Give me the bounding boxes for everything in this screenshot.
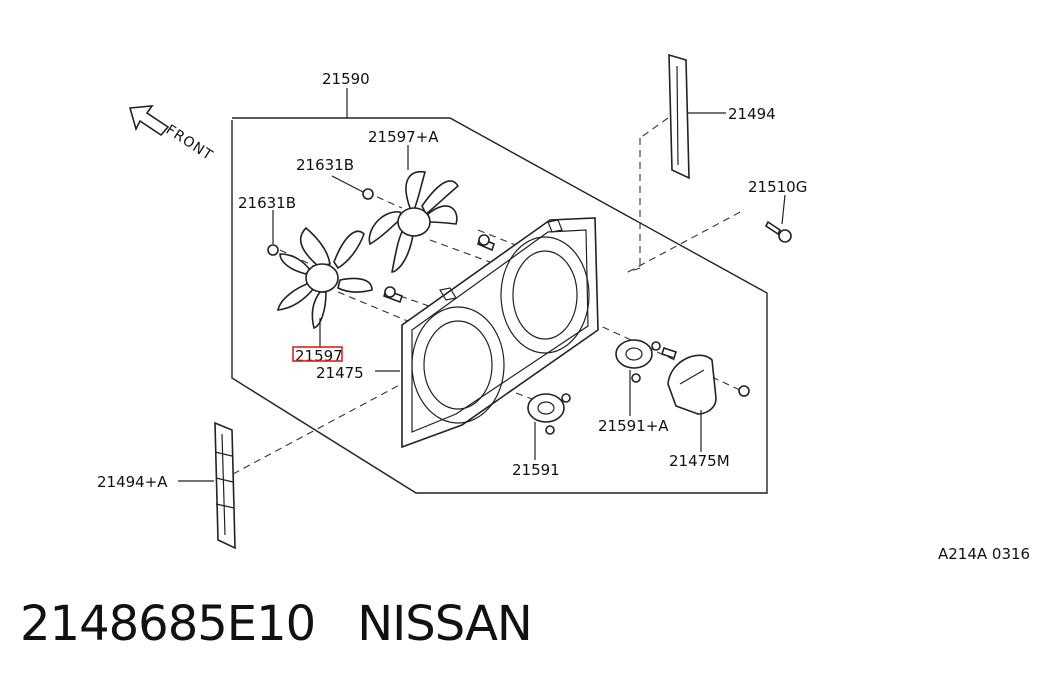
fan-upper-part: [368, 171, 460, 273]
side-plate-left-part: [214, 421, 236, 550]
callout-nut-lower: 21631B: [238, 194, 296, 212]
cover-part: [667, 354, 717, 415]
motor-upper-part: [615, 339, 678, 383]
brand-name: NISSAN: [357, 596, 533, 652]
part-number: 2148685E10: [20, 596, 316, 652]
assembly-frame-outline: [231, 117, 768, 494]
screws-part: [382, 234, 495, 304]
callout-motor: 21591: [512, 461, 560, 479]
callout-fan-a: 21597+A: [368, 128, 439, 146]
callout-shroud: 21475: [316, 364, 364, 382]
bolt-leader: [781, 194, 786, 225]
callout-frame: 21590: [322, 70, 370, 88]
callout-fan: 21597: [295, 347, 343, 365]
nut-upper-part: [362, 188, 374, 200]
motor-lower-part: [527, 393, 571, 435]
callout-fan-highlight: [292, 346, 343, 362]
callout-side-plate-a: 21494+A: [97, 473, 168, 491]
callout-cover: 21475M: [669, 452, 730, 470]
cover-nut-part: [738, 385, 750, 397]
callout-nut-upper: 21631B: [296, 156, 354, 174]
front-arrow-icon: [128, 105, 170, 137]
callout-bolt: 21510G: [748, 178, 807, 196]
part-footer: 2148685E10 NISSAN: [20, 596, 533, 652]
callout-motor-a: 21591+A: [598, 417, 669, 435]
parts-diagram: FRONT: [97, 53, 807, 550]
nut-upper-leader: [331, 175, 364, 193]
bolt-part: [764, 220, 792, 243]
callout-side-plate: 21494: [728, 105, 776, 123]
nut-lower-part: [267, 244, 279, 256]
side-plate-right-part: [668, 53, 690, 180]
shroud-part: [401, 217, 599, 449]
fan-lower-part: [276, 226, 373, 330]
front-label: FRONT: [163, 122, 216, 164]
diagram-reference-code: A214A 0316: [938, 545, 1031, 563]
